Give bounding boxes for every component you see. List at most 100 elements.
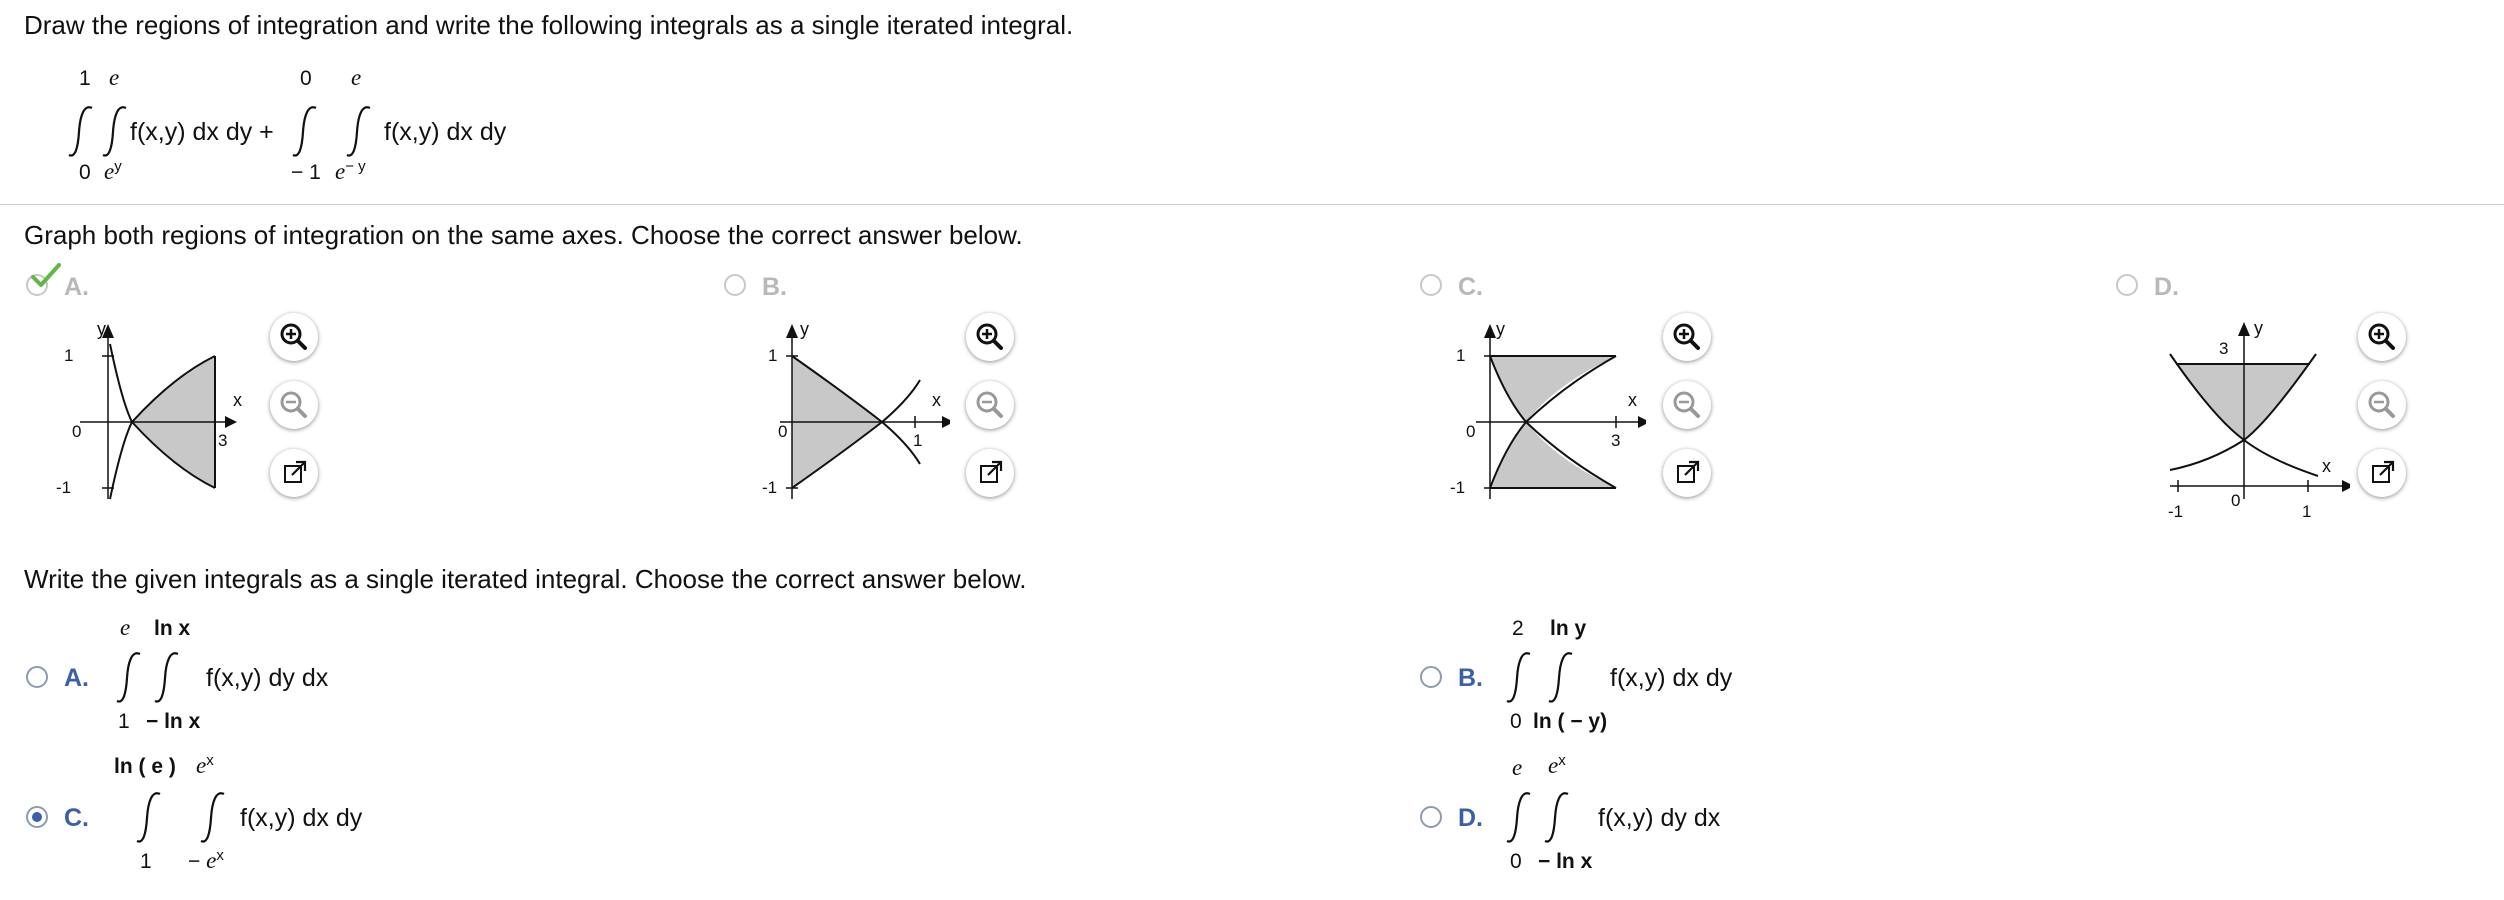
graph-c-y-label: y	[1496, 319, 1505, 339]
graph-b-zoom-in-button[interactable]	[966, 313, 1014, 361]
part1-radio-a[interactable]	[26, 274, 48, 296]
int1-inner-upper: e	[109, 65, 120, 90]
graph-b-new-window-button[interactable]	[966, 449, 1014, 497]
graph-a-tick-origin: 0	[72, 422, 82, 441]
int2-inner-lower: e− y	[335, 158, 366, 184]
part2-radio-c[interactable]	[26, 806, 48, 828]
graph-a-new-window-button[interactable]	[270, 449, 318, 497]
part2-d-outer-lower: 0	[1510, 850, 1522, 873]
part2-c-outer-upper: ln ( e )	[114, 755, 176, 778]
part2-b-integral-sign	[1506, 652, 1573, 703]
graph-d-tick-x-neg: -1	[2168, 502, 2184, 521]
question-instruction: Draw the regions of integration and writ…	[24, 10, 1074, 40]
zoom-out-icon	[280, 391, 307, 418]
part2-c-inner-upper: ex	[196, 752, 214, 778]
part2-a-inner-lower: − ln x	[146, 710, 201, 733]
graph-d-tick-origin: 0	[2231, 491, 2241, 510]
part1-option-label-a: A.	[64, 273, 89, 301]
int2-double-integral-sign	[292, 106, 371, 157]
part2-c-outer-lower: 1	[140, 850, 152, 873]
graph-b-zoom-out-button[interactable]	[966, 381, 1014, 429]
zoom-in-icon	[976, 323, 1003, 350]
graph-d-zoom-out-button[interactable]	[2358, 381, 2406, 429]
part2-radio-b[interactable]	[1420, 666, 1442, 688]
int2-outer-lower: − 1	[291, 161, 321, 184]
graph-d-tick-x-pos: 1	[2302, 502, 2312, 521]
part2-radio-d[interactable]	[1420, 806, 1442, 828]
int1-double-integral-sign	[68, 106, 127, 157]
part1-radio-c[interactable]	[1420, 274, 1442, 296]
int1-outer-lower: 0	[79, 161, 91, 184]
zoom-out-icon	[2368, 391, 2395, 418]
graph-b	[780, 324, 950, 499]
graph-c-zoom-out-button[interactable]	[1663, 381, 1711, 429]
graph-b-tick-origin: 0	[778, 422, 788, 441]
graph-c-tick-x: 3	[1611, 431, 1621, 450]
zoom-in-icon	[1673, 323, 1700, 350]
graph-d-x-label: x	[2322, 456, 2331, 476]
part2-d-inner-upper: ex	[1548, 752, 1566, 778]
graph-d-new-window-button[interactable]	[2358, 449, 2406, 497]
part1-radio-b[interactable]	[724, 274, 746, 296]
graph-c-x-label: x	[1628, 390, 1637, 410]
part2-option-label-a: A.	[64, 664, 89, 692]
graph-a-y-label: y	[97, 319, 106, 339]
new-window-icon	[2372, 460, 2395, 483]
part2-b-outer-upper: 2	[1512, 617, 1524, 640]
new-window-icon	[284, 460, 307, 483]
graph-d-zoom-in-button[interactable]	[2358, 313, 2406, 361]
graph-c-new-window-button[interactable]	[1663, 449, 1711, 497]
graph-c-tick-y-bottom: -1	[1450, 478, 1466, 497]
int1-outer-upper: 1	[79, 67, 91, 90]
part2-option-label-d: D.	[1458, 804, 1483, 832]
new-window-icon	[980, 460, 1003, 483]
part1-instruction: Graph both regions of integration on the…	[24, 220, 1023, 250]
graph-a	[80, 324, 237, 500]
part2-b-integrand: f(x,y) dx dy	[1610, 664, 1733, 692]
graph-d-tick-y-top: 3	[2219, 339, 2229, 358]
zoom-in-icon	[2368, 323, 2395, 350]
correct-check-icon	[31, 263, 61, 287]
int1-integrand: f(x,y) dx dy +	[130, 118, 274, 146]
int2-inner-upper: e	[351, 65, 362, 90]
graph-c	[1476, 324, 1646, 499]
zoom-in-icon	[280, 323, 307, 350]
part2-a-integrand: f(x,y) dy dx	[206, 664, 329, 692]
graph-a-tick-y-bottom: -1	[56, 478, 72, 497]
part2-b-outer-lower: 0	[1510, 710, 1522, 733]
part2-a-outer-upper: e	[120, 615, 131, 640]
part2-a-inner-upper: ln x	[154, 617, 191, 640]
part2-b-inner-lower: ln ( − y)	[1533, 710, 1608, 733]
graph-a-x-label: x	[233, 390, 242, 410]
zoom-out-icon	[976, 391, 1003, 418]
part2-radio-a[interactable]	[26, 666, 48, 688]
graph-c-zoom-in-button[interactable]	[1663, 313, 1711, 361]
part2-option-label-c: C.	[64, 804, 89, 832]
part2-a-integral-sign	[116, 652, 179, 703]
part2-d-integrand: f(x,y) dy dx	[1598, 804, 1721, 832]
int1-inner-lower: ey	[104, 158, 122, 184]
part2-a-outer-lower: 1	[118, 710, 130, 733]
graph-d	[2169, 322, 2350, 499]
graph-a-tick-x: 3	[218, 431, 228, 450]
graph-a-zoom-out-button[interactable]	[270, 381, 318, 429]
part2-c-integral-sign	[136, 792, 225, 843]
graph-b-tick-y-bottom: -1	[762, 478, 778, 497]
section-divider	[0, 204, 2504, 205]
graph-c-tick-y-top: 1	[1456, 346, 1466, 365]
part2-instruction: Write the given integrals as a single it…	[24, 564, 1027, 594]
graph-b-tick-x: 1	[913, 431, 923, 450]
graph-a-tick-y-top: 1	[64, 346, 74, 365]
part1-option-label-d: D.	[2154, 273, 2179, 301]
graph-c-tick-origin: 0	[1466, 422, 1476, 441]
part2-d-integral-sign	[1506, 792, 1569, 843]
part1-option-label-c: C.	[1458, 273, 1483, 301]
part2-b-inner-upper: ln y	[1550, 617, 1587, 640]
part1-radio-d[interactable]	[2116, 274, 2138, 296]
zoom-out-icon	[1673, 391, 1700, 418]
graph-b-x-label: x	[932, 390, 941, 410]
graph-a-zoom-in-button[interactable]	[270, 313, 318, 361]
int2-integrand: f(x,y) dx dy	[384, 118, 507, 146]
graph-d-y-label: y	[2254, 318, 2263, 338]
part2-d-inner-lower: − ln x	[1538, 850, 1593, 873]
